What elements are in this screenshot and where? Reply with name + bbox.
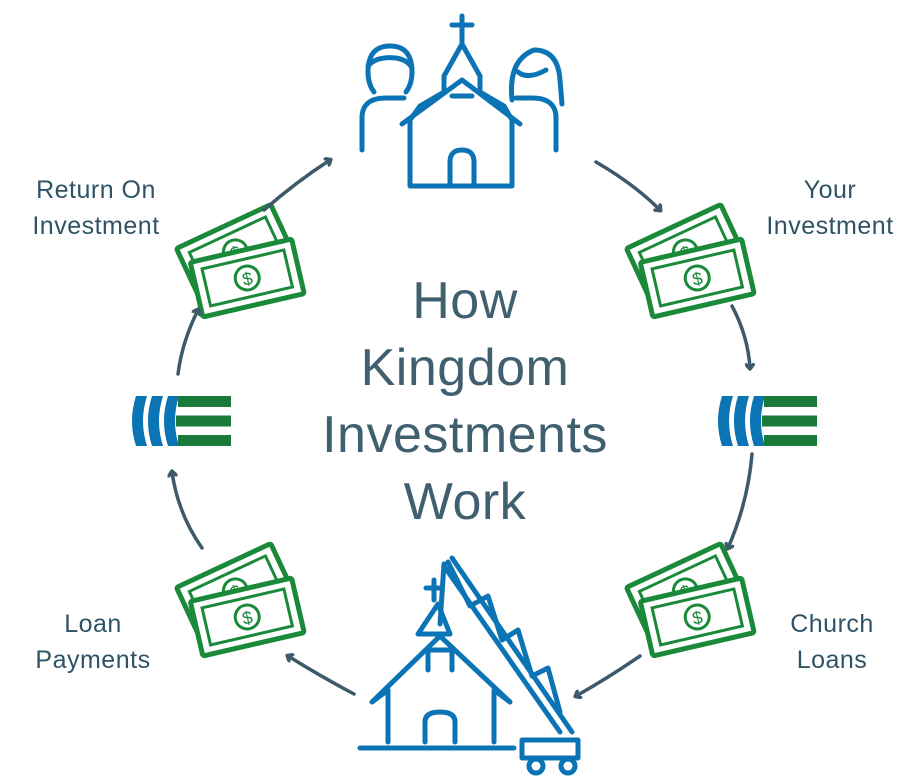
- label-return-on-investment: Return On Investment: [6, 172, 186, 244]
- congregation-church-icon: [359, 13, 565, 189]
- arrow-left-upper: [176, 310, 198, 376]
- label-line: Investment: [766, 212, 894, 240]
- label-line: Payments: [35, 646, 151, 674]
- title-line: Investments: [322, 406, 608, 464]
- label-church-loans: Church Loans: [762, 606, 902, 678]
- logo-icon: [132, 396, 231, 446]
- diagram-title: How Kingdom Investments Work: [270, 268, 660, 536]
- logo-icon: [718, 396, 817, 446]
- label-loan-payments: Loan Payments: [8, 606, 178, 678]
- arrow-bottom-right: [576, 654, 642, 696]
- arrow-right-lower: [728, 452, 754, 548]
- arrow-bottom-left: [288, 656, 356, 696]
- arrow-right-upper: [730, 304, 750, 368]
- label-line: Loans: [796, 646, 868, 674]
- arrow-top-left: [262, 160, 330, 212]
- title-line: Kingdom: [360, 339, 570, 397]
- money-icon: [176, 544, 304, 656]
- title-line: How: [412, 272, 518, 330]
- cycle-arrows: [172, 160, 752, 696]
- church-construction-crane-icon: [357, 555, 581, 776]
- arrow-left-lower: [172, 472, 204, 550]
- arrow-top-right: [594, 160, 660, 210]
- label-your-investment: Your Investment: [742, 172, 918, 244]
- label-line: Your: [803, 176, 857, 204]
- label-line: Church: [790, 610, 874, 638]
- label-line: Investment: [32, 212, 160, 240]
- money-icon: [626, 544, 754, 656]
- title-line: Work: [403, 473, 527, 531]
- label-line: Return On: [36, 176, 156, 204]
- label-line: Loan: [64, 610, 122, 638]
